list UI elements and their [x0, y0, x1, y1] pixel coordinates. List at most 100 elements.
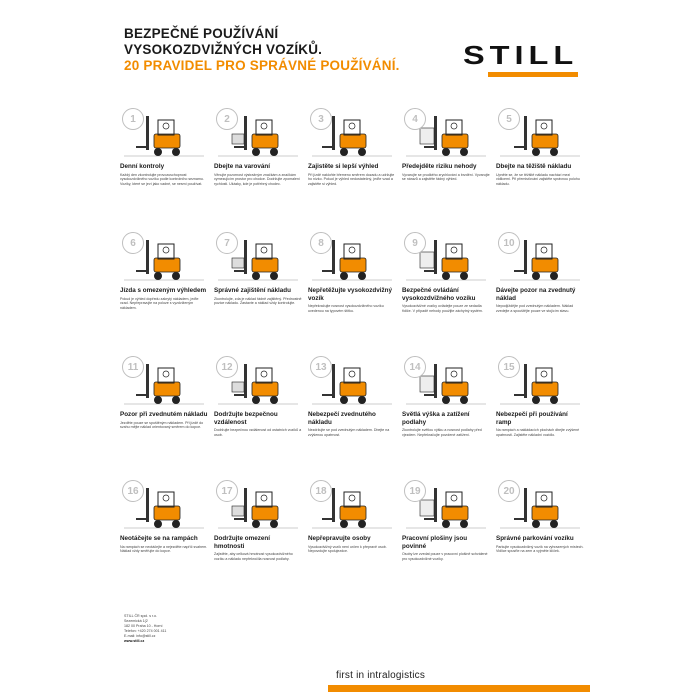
rule-title: Neotáčejte se na rampách: [120, 535, 198, 542]
rule-text: Jezděte pouze se spuštěným nákladem. Při…: [120, 420, 204, 430]
rule-number: 10: [498, 232, 520, 254]
rule-illustration: 13: [308, 354, 396, 408]
rule-title: Správné zajištění nákladu: [214, 287, 291, 294]
forklift-icon: [500, 364, 580, 405]
forklift-icon: [312, 116, 392, 157]
rule-text: Vysokozdvižné vozíky ovládejte pouze ze …: [402, 304, 483, 313]
forklift-icon: [218, 240, 298, 281]
forklift-icon: [500, 240, 580, 281]
rule-text: Při jízdě nakloňte břemeno směrem dozadu…: [308, 172, 395, 186]
rule-illustration: 3: [308, 106, 396, 160]
rule-number: 7: [216, 232, 238, 254]
rule-title: Dodržujte omezení hmotnosti: [214, 535, 270, 550]
forklift-icon: [124, 116, 204, 157]
rule-title: Předejděte riziku nehody: [402, 163, 477, 170]
rule-text: Osoby lze zvedat pouze v pracovní plošin…: [402, 552, 488, 561]
rule-text: Na rampách se neotáčejte a nejezděte nap…: [120, 544, 208, 554]
rule-number: 6: [122, 232, 144, 254]
footer-phone: Telefon: +420 274 001 411: [124, 629, 167, 633]
poster: BEZPEČNÉ POUŽÍVÁNÍ VYSOKOZDVIŽNÝCH VOZÍK…: [110, 22, 590, 692]
rule-text: Zkontrolujte světlou výšku a nosnost pod…: [402, 428, 482, 437]
rule-text: Parkujte vysokozdvižný vozík na vyhrazen…: [496, 544, 584, 554]
rule-illustration: 8: [308, 230, 396, 284]
footer-company: STILL ČR spol. s r.o.: [124, 614, 158, 618]
rule-illustration: 18: [308, 478, 396, 532]
rule-number: 12: [216, 356, 238, 378]
rule-text: Upněte se, že se těžiště nákladu nachází…: [496, 172, 580, 186]
rule-illustration: 19: [402, 478, 490, 532]
forklift-icon: [218, 116, 298, 157]
rule-illustration: 11: [120, 354, 208, 408]
title-line-2: VYSOKOZDVIŽNÝCH VOZÍKŮ.: [124, 42, 323, 57]
rule-text: Nezdržujte se pod zvednutým nákladem. Db…: [308, 428, 390, 437]
title-line-3: 20 PRAVIDEL PRO SPRÁVNÉ POUŽÍVÁNÍ.: [124, 58, 400, 73]
forklift-icon: [500, 488, 580, 529]
rule-illustration: 4: [402, 106, 490, 160]
rule-illustration: 10: [496, 230, 584, 284]
rule-number: 13: [310, 356, 332, 378]
rule-number: 5: [498, 108, 520, 130]
rule-number: 1: [122, 108, 144, 130]
rule-title: Dbejte na varování: [214, 163, 270, 170]
rule-number: 20: [498, 480, 520, 502]
rule-title: Zajistěte si lepší výhled: [308, 163, 379, 170]
rule-text: Pokud je výhled dopředu zakrytý nákladem…: [120, 296, 199, 310]
forklift-icon: [124, 240, 204, 281]
rule-title: Nepřetěžujte vysokozdvižný vozík: [308, 287, 392, 302]
forklift-icon: [312, 240, 392, 281]
rule-number: 11: [122, 356, 144, 378]
forklift-icon: [406, 488, 486, 529]
forklift-icon: [312, 488, 392, 529]
still-logo: STILL: [462, 40, 578, 70]
rule-text: Zkontrolujte, zda je náklad řádně zajišt…: [214, 296, 302, 306]
rule-number: 18: [310, 480, 332, 502]
rule-illustration: 7: [214, 230, 302, 284]
rule-number: 14: [404, 356, 426, 378]
forklift-icon: [218, 488, 298, 529]
rule-title: Nepřepravujte osoby: [308, 535, 371, 542]
rule-title: Správné parkování vozíku: [496, 535, 574, 542]
tagline: first in intralogistics: [336, 670, 426, 681]
rule-number: 16: [122, 480, 144, 502]
rule-text: Věnujte pozornost výstražným značkám a z…: [214, 172, 300, 186]
footer-web: www.still.cz: [124, 639, 145, 643]
rule-title: Bezpečné ovládání vysokozdvižného vozíku: [402, 287, 476, 302]
rule-title: Dodržujte bezpečnou vzdálenost: [214, 411, 278, 426]
forklift-icon: [312, 364, 392, 405]
forklift-icon: [500, 116, 580, 157]
rule-illustration: 9: [402, 230, 490, 284]
rule-number: 9: [404, 232, 426, 254]
rule-text: Zajistěte, aby celková hmotnost vysokozd…: [214, 552, 293, 561]
rule-text: Každý den zkontrolujte provozuschopnost …: [120, 172, 204, 186]
footer-city: 182 00 Praha 10 - Horní: [124, 624, 163, 628]
rule-illustration: 1: [120, 106, 208, 160]
rule-number: 15: [498, 356, 520, 378]
rule-illustration: 2: [214, 106, 302, 160]
rule-number: 2: [216, 108, 238, 130]
rule-title: Pozor při zvednutém nákladu: [120, 411, 208, 418]
title-line-1: BEZPEČNÉ POUŽÍVÁNÍ: [124, 26, 279, 41]
rule-illustration: 20: [496, 478, 584, 532]
rule-title: Dávejte pozor na zvednutý náklad: [496, 287, 576, 302]
rule-illustration: 12: [214, 354, 302, 408]
rule-title: Světlá výška a zatížení podlahy: [402, 411, 470, 426]
forklift-icon: [406, 240, 486, 281]
forklift-icon: [406, 364, 486, 405]
rule-text: Nepřekračujte nosnost vysokozdvižného vo…: [308, 304, 384, 313]
